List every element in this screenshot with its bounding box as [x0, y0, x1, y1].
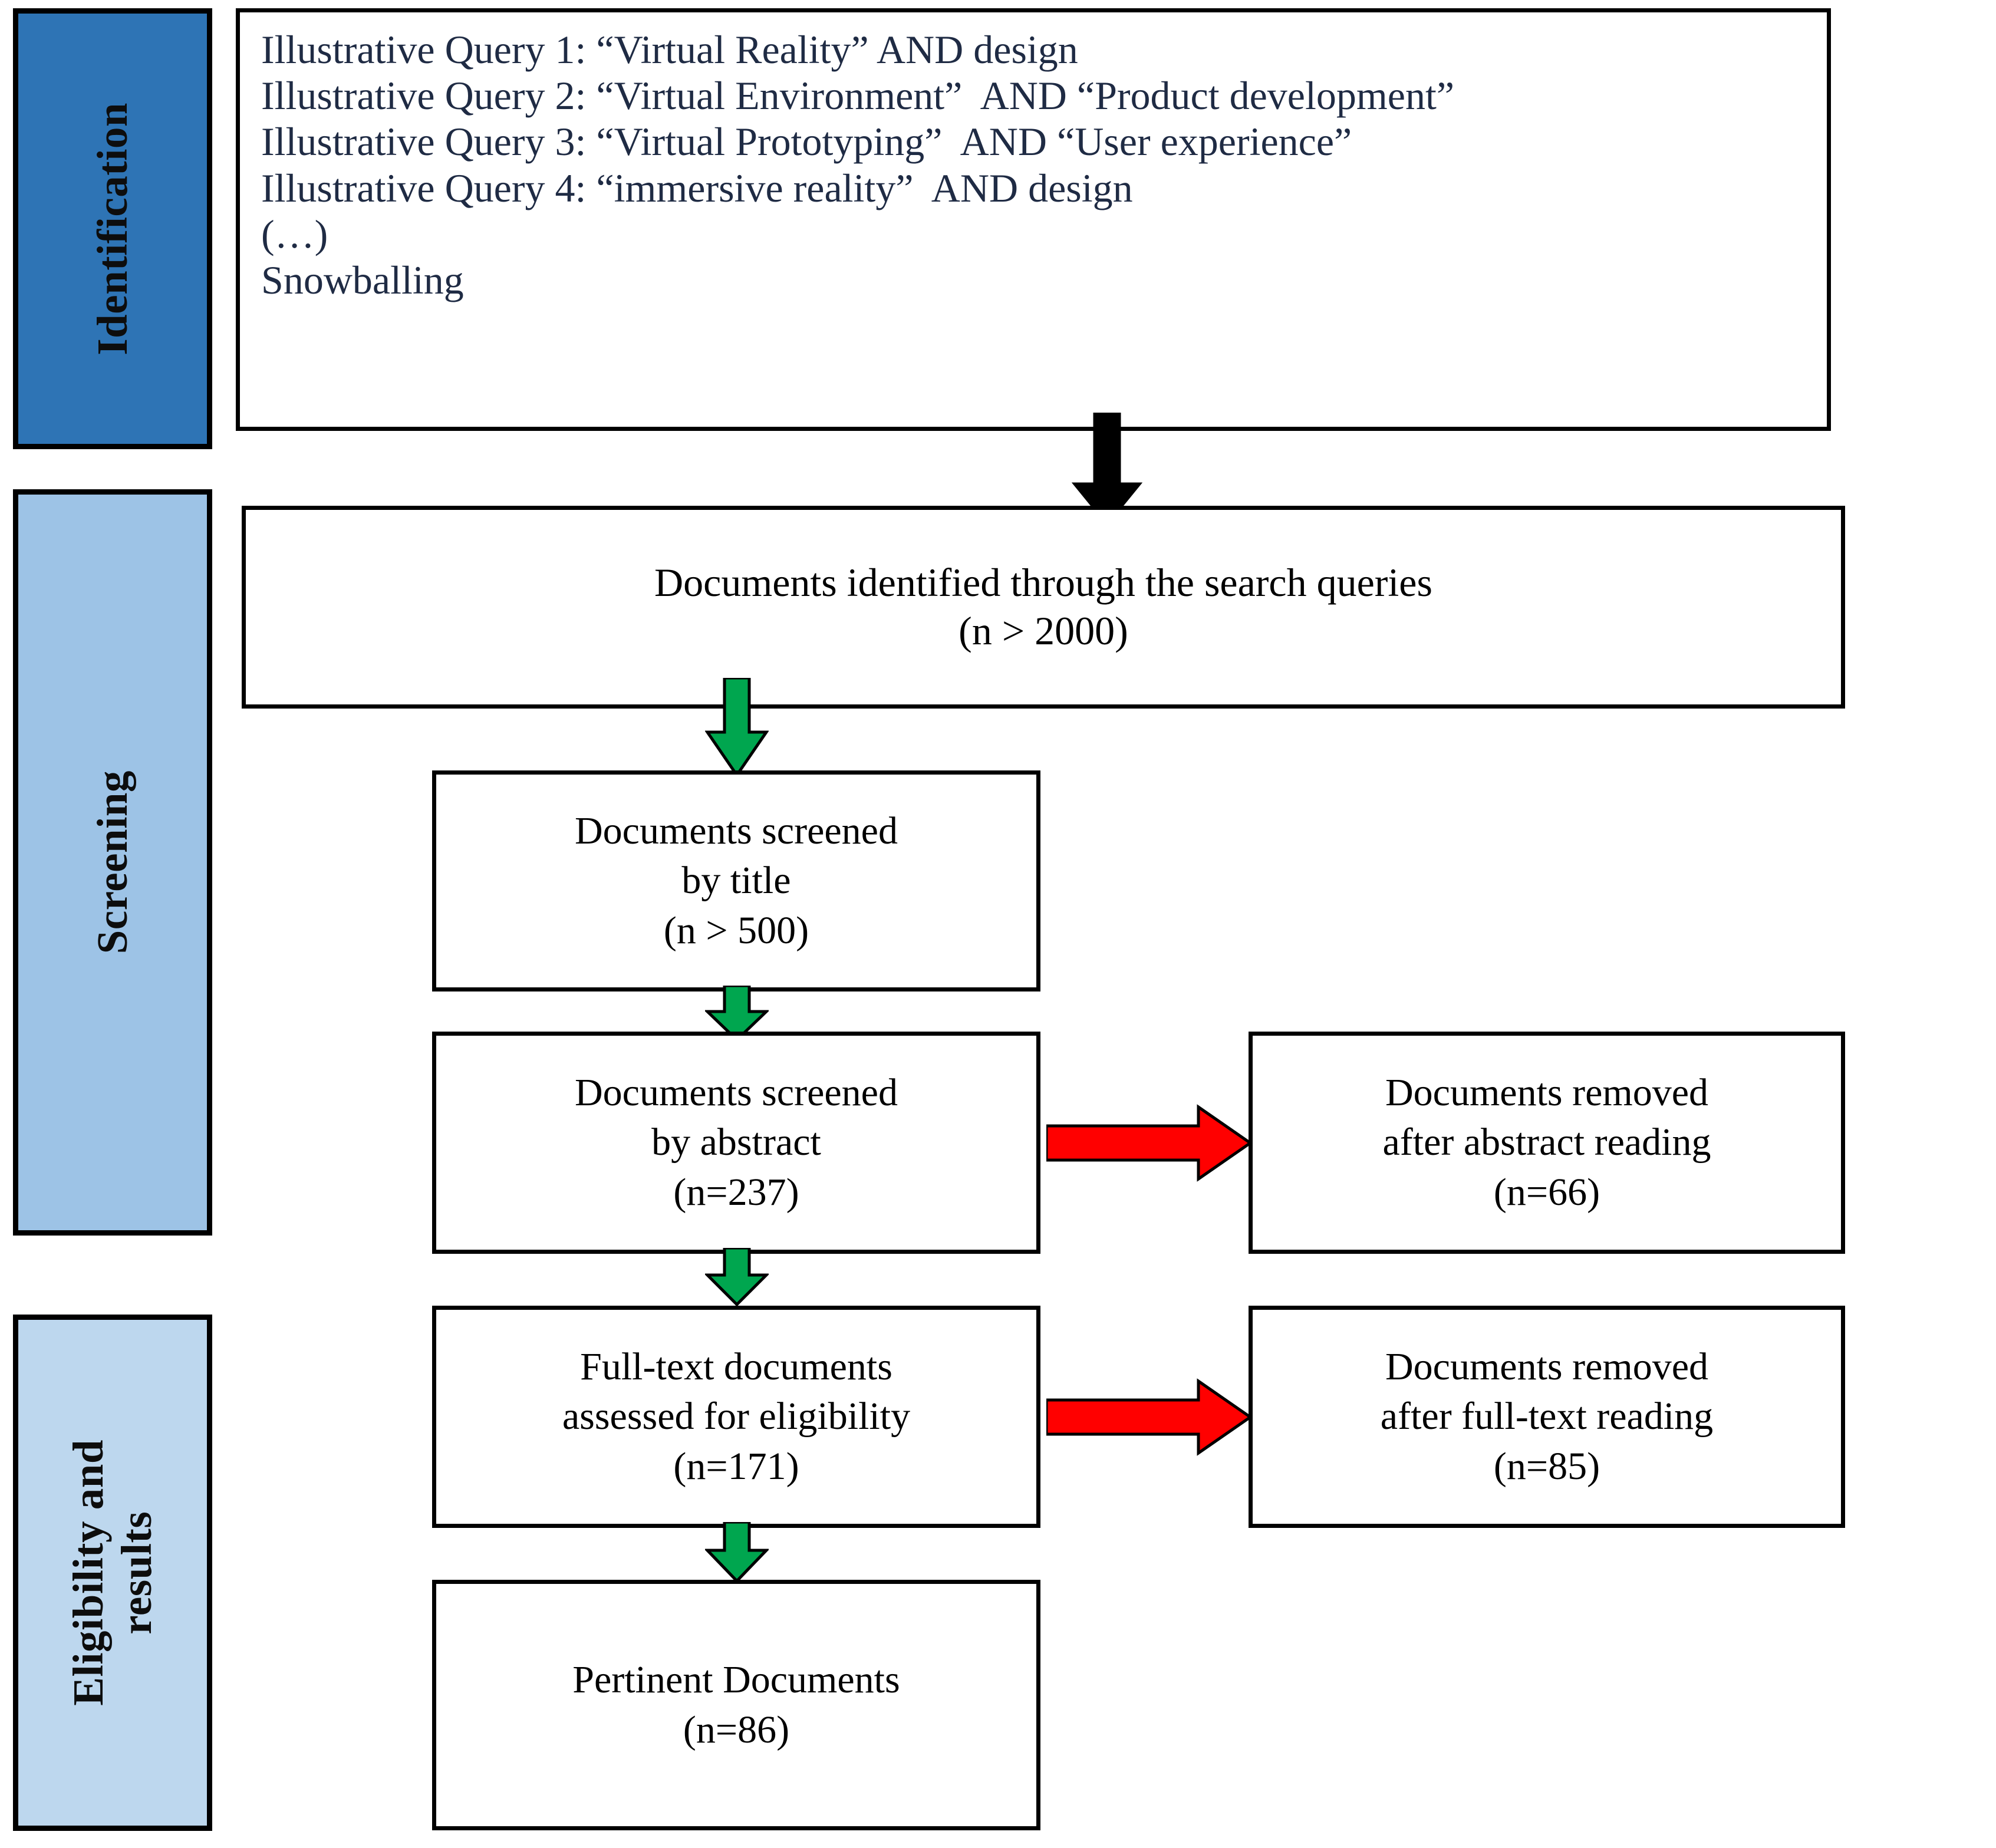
pertinent-documents-box: Pertinent Documents (n=86) — [432, 1580, 1040, 1830]
documents-identified-box: Documents identified through the search … — [242, 506, 1845, 709]
search-queries-box: Illustrative Query 1: “Virtual Reality” … — [236, 8, 1831, 431]
query-snowballing: Snowballing — [261, 257, 464, 302]
arrow-identification-to-identified — [1072, 413, 1142, 526]
stage-label-eligibility-and-results: Eligibility and results — [13, 1315, 212, 1831]
pertinent-label: Pertinent Documents — [572, 1658, 900, 1702]
arrow-identified-to-screened-by-title — [705, 678, 769, 778]
query-line-3: Illustrative Query 3: “Virtual Prototypi… — [261, 119, 1352, 164]
full-text-documents-box: Full-text documents assessed for eligibi… — [432, 1306, 1040, 1528]
screened-title-count: (n > 500) — [663, 908, 809, 952]
pertinent-count: (n=86) — [683, 1708, 790, 1751]
fulltext-line-1: Full-text documents — [580, 1345, 892, 1388]
fulltext-line-2: assessed for eligibility — [562, 1395, 911, 1438]
removed-fulltext-line-2: after full-text reading — [1380, 1395, 1714, 1438]
arrow-abstract-to-fulltext — [705, 1248, 769, 1307]
arrow-title-to-abstract — [705, 986, 769, 1042]
removed-abstract-line-2: after abstract reading — [1382, 1121, 1711, 1164]
query-line-4: Illustrative Query 4: “immersive reality… — [261, 165, 1133, 210]
screened-abstract-count: (n=237) — [673, 1170, 799, 1214]
documents-identified-count: (n > 2000) — [959, 608, 1128, 653]
stage-label-eligibility-and-results-text: Eligibility and results — [64, 1439, 160, 1706]
documents-removed-after-abstract-box: Documents removed after abstract reading… — [1249, 1032, 1845, 1254]
removed-abstract-count: (n=66) — [1493, 1170, 1600, 1214]
query-line-1: Illustrative Query 1: “Virtual Reality” … — [261, 27, 1078, 72]
documents-screened-by-abstract-box: Documents screened by abstract (n=237) — [432, 1032, 1040, 1254]
arrow-fulltext-to-pertinent — [705, 1522, 769, 1583]
stage-label-screening: Screening — [13, 489, 212, 1236]
fulltext-count: (n=171) — [673, 1444, 799, 1488]
screened-title-line-1: Documents screened — [575, 809, 898, 852]
stage-label-screening-text: Screening — [88, 770, 137, 954]
documents-screened-by-title-box: Documents screened by title (n > 500) — [432, 770, 1040, 991]
stage-label-identification: Identification — [13, 8, 212, 449]
documents-identified-label: Documents identified through the search … — [654, 560, 1432, 605]
stage-label-identification-text: Identification — [88, 102, 137, 355]
screened-abstract-line-1: Documents screened — [575, 1070, 898, 1114]
removed-abstract-line-1: Documents removed — [1385, 1070, 1708, 1114]
query-ellipsis: (…) — [261, 211, 328, 256]
removed-fulltext-line-1: Documents removed — [1385, 1345, 1708, 1388]
arrow-fulltext-to-removed — [1046, 1378, 1253, 1457]
screened-title-line-2: by title — [681, 859, 791, 902]
arrow-abstract-to-removed — [1046, 1103, 1253, 1183]
documents-removed-after-full-text-box: Documents removed after full-text readin… — [1249, 1306, 1845, 1528]
query-line-2: Illustrative Query 2: “Virtual Environme… — [261, 73, 1455, 118]
removed-fulltext-count: (n=85) — [1493, 1444, 1600, 1488]
screened-abstract-line-2: by abstract — [651, 1121, 821, 1164]
